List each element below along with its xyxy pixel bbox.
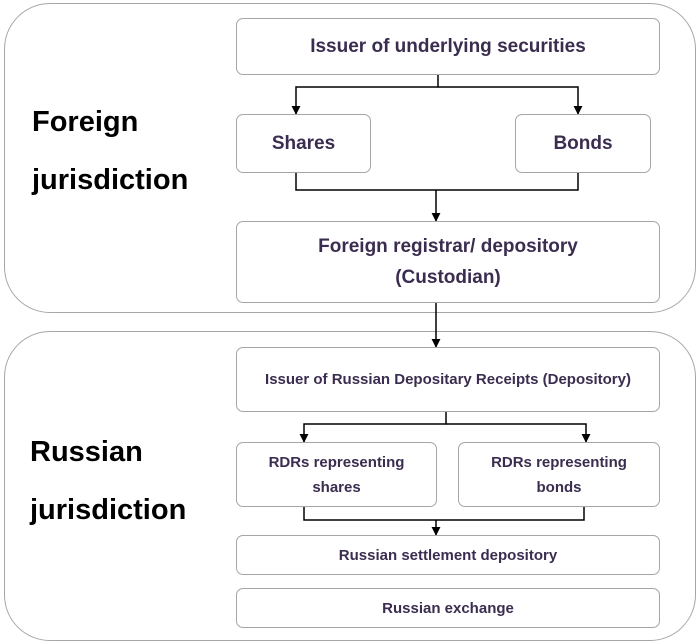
rdr-issuer-text: Issuer of Russian Depositary Receipts (D… bbox=[265, 371, 631, 388]
rdr-issuer-box: Issuer of Russian Depositary Receipts (D… bbox=[236, 347, 660, 412]
issuer-text: Issuer of underlying securities bbox=[310, 36, 586, 57]
issuer-to-bonds-arrow bbox=[438, 86, 583, 115]
registrar-line1: Foreign registrar/ depository bbox=[318, 236, 578, 257]
rdr-issuer-to-rdr-bonds-arrow bbox=[446, 423, 591, 443]
bonds-box: Bonds bbox=[515, 114, 651, 173]
rdrs-to-settlement-arrow bbox=[303, 507, 585, 535]
foreign-label-line2: jurisdiction bbox=[32, 164, 189, 196]
rdr-bonds-line1: RDRs representing bbox=[491, 453, 627, 471]
russian-settlement-depository-box: Russian settlement depository bbox=[236, 535, 660, 575]
issuer-of-underlying-securities-box: Issuer of underlying securities bbox=[236, 18, 660, 75]
rdr-bonds-box: RDRs representing bonds bbox=[458, 442, 660, 507]
registrar-line2: (Custodian) bbox=[395, 267, 501, 288]
exchange-text: Russian exchange bbox=[382, 599, 514, 617]
foreign-label-line1: Foreign bbox=[32, 106, 139, 138]
russian-label-line1: Russian bbox=[30, 436, 143, 468]
russian-exchange-box: Russian exchange bbox=[236, 588, 660, 628]
bonds-text: Bonds bbox=[553, 133, 613, 154]
foreign-jurisdiction-label: Foreign jurisdiction bbox=[32, 93, 188, 209]
issuer-to-shares-arrow bbox=[291, 75, 439, 115]
shares-text: Shares bbox=[271, 133, 336, 154]
settlement-text: Russian settlement depository bbox=[338, 546, 558, 564]
foreign-registrar-box: Foreign registrar/ depository (Custodian… bbox=[236, 221, 660, 303]
rdr-shares-line1: RDRs representing bbox=[268, 453, 405, 471]
shares-bonds-to-registrar-arrow bbox=[295, 173, 579, 221]
shares-box: Shares bbox=[236, 114, 371, 173]
rdr-shares-line2: shares bbox=[312, 478, 361, 496]
rdr-shares-box: RDRs representing shares bbox=[236, 442, 437, 507]
rdr-bonds-line2: bonds bbox=[536, 478, 582, 496]
russian-label-line2: jurisdiction bbox=[30, 494, 187, 526]
russian-jurisdiction-label: Russian jurisdiction bbox=[30, 423, 186, 539]
rdr-issuer-to-rdr-shares-arrow bbox=[299, 412, 447, 443]
